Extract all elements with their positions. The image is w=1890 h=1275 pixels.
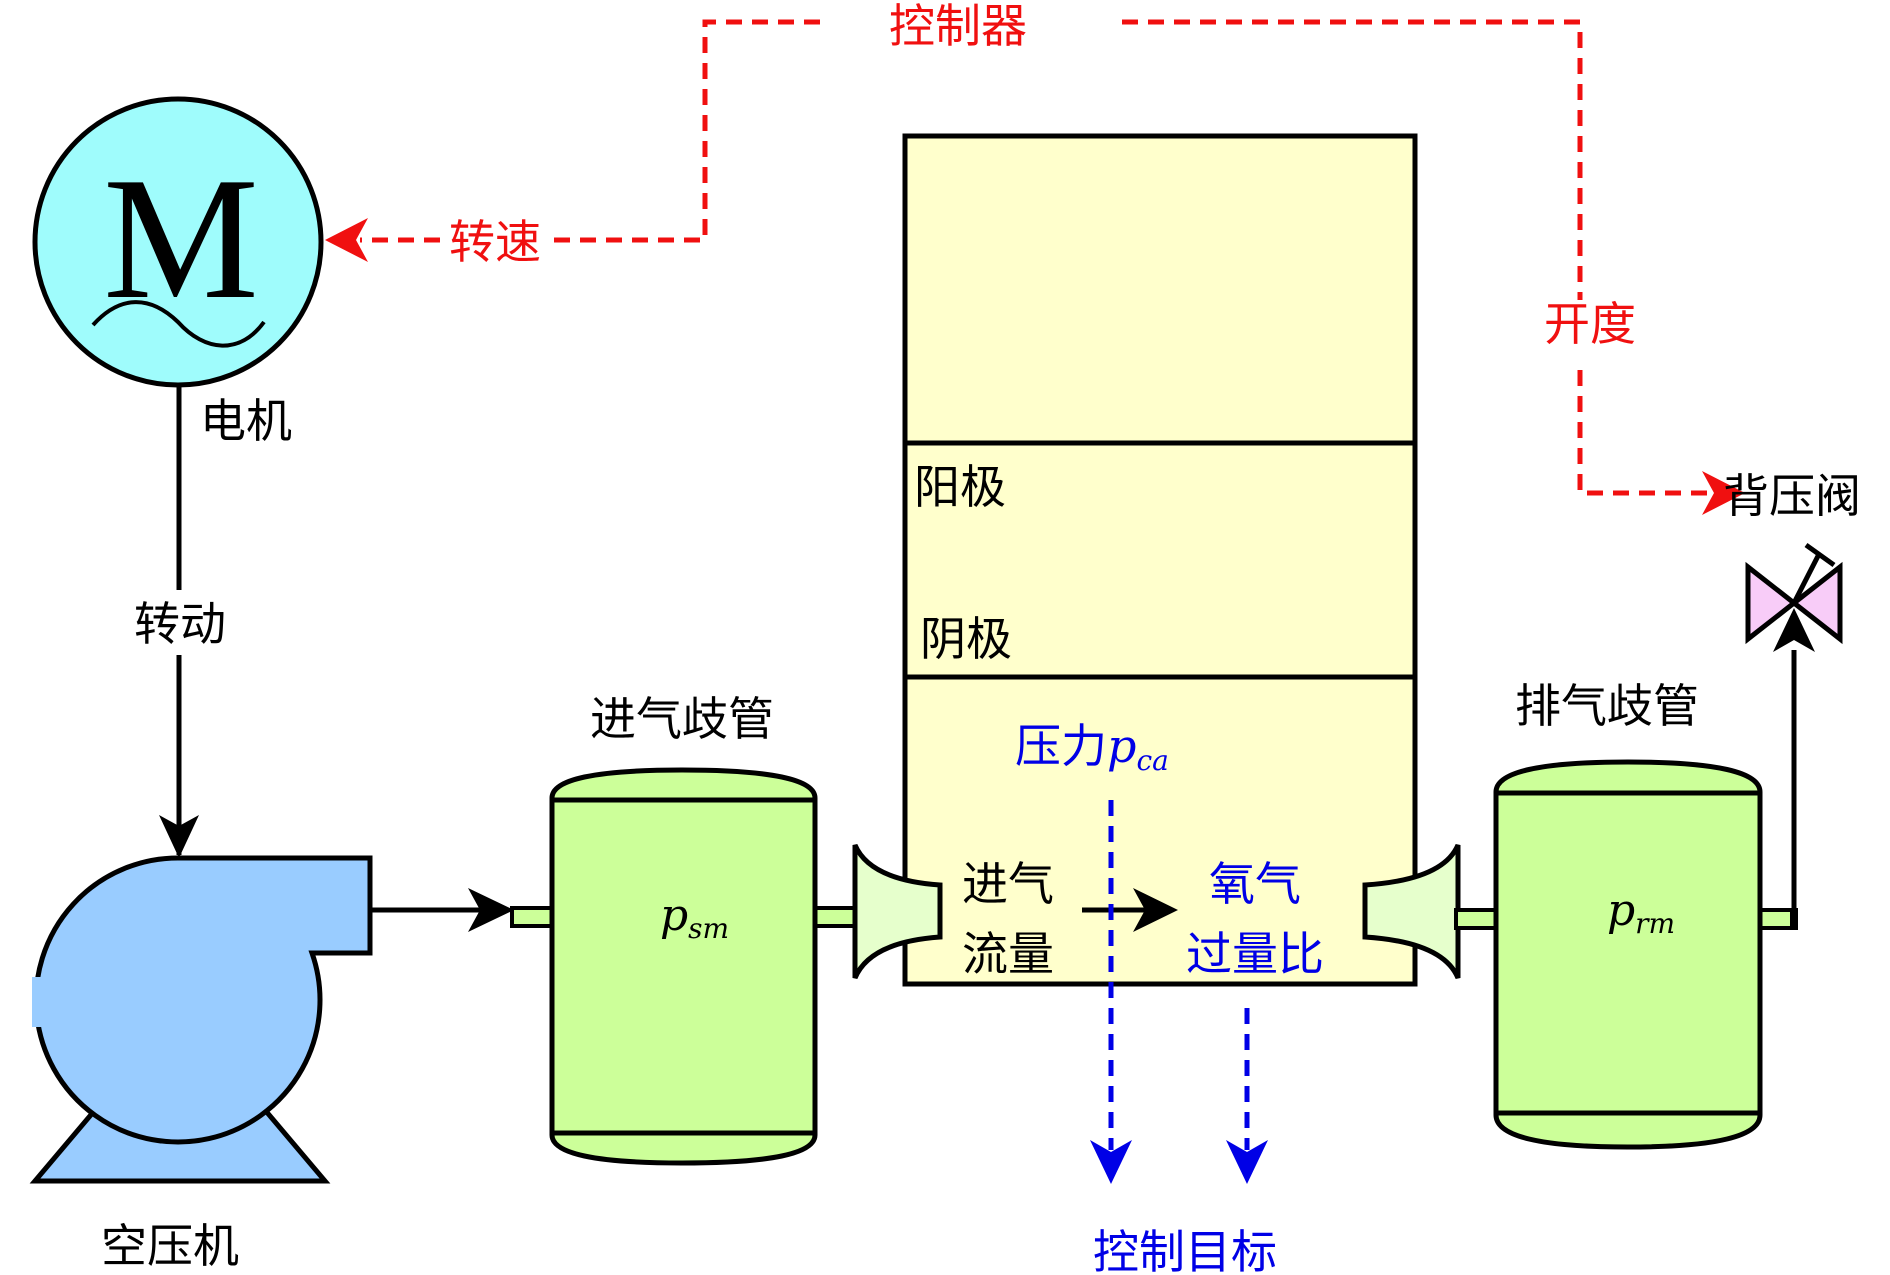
supply-pressure-variable: psm <box>660 890 729 945</box>
control-target-label: 控制目标 <box>1093 1225 1277 1275</box>
speed-label-bg <box>440 212 550 268</box>
controller-top-right-line <box>1122 19 1720 496</box>
oxygen-excess-ratio-line2: 过量比 <box>1186 927 1324 981</box>
cathode-label: 阴极 <box>920 612 1012 666</box>
return-pressure-variable: prm <box>1607 885 1675 940</box>
back-pressure-valve <box>1745 542 1843 645</box>
compressor-label: 空压机 <box>101 1219 239 1273</box>
valve-actuator-stem <box>1791 554 1821 605</box>
compressor-volute <box>33 855 373 1145</box>
fuel-cell-stack: 阳极 阴极 <box>902 133 1418 987</box>
valve-actuator-handle <box>1804 542 1836 568</box>
exhaust-arrowhead <box>1773 608 1815 652</box>
valve-left-triangle <box>1745 561 1799 645</box>
anode-label: 阳极 <box>914 460 1006 514</box>
compressor-inlet-gap <box>32 977 42 1027</box>
valve-label: 背压阀 <box>1723 469 1861 523</box>
valve-right-triangle <box>1789 561 1843 645</box>
oxygen-excess-ratio-line1: 氧气 <box>1209 857 1301 911</box>
compressor-outlet-arrowhead <box>468 888 514 932</box>
valve-opening-arrowhead <box>1702 471 1745 515</box>
return-inlet-pipe <box>1454 908 1500 930</box>
stack-outlet-nozzle <box>1362 843 1461 980</box>
oer-target-arrowhead <box>1226 1140 1268 1184</box>
supply-manifold-label: 进气歧管 <box>590 692 774 746</box>
inflow-label-line2: 流量 <box>962 927 1054 981</box>
motor-symbol: M <box>103 141 259 335</box>
stack-inlet-nozzle <box>852 843 943 980</box>
supply-manifold: psm <box>510 767 859 1166</box>
return-manifold-label: 排气歧管 <box>1515 679 1699 733</box>
opening-signal-label: 开度 <box>1544 297 1636 351</box>
inflow-label-line1: 进气 <box>962 857 1054 911</box>
compressor <box>29 855 373 1184</box>
shaft-arrowhead <box>159 815 199 858</box>
shaft-label: 转动 <box>134 597 226 651</box>
controller-label: 控制器 <box>889 0 1027 53</box>
opening-label-bg <box>1540 300 1640 360</box>
control-target-lines <box>1108 800 1250 1150</box>
supply-tank-body <box>549 767 818 1166</box>
return-tank-body <box>1493 759 1763 1150</box>
supply-inlet-pipe <box>510 906 556 928</box>
motor-label: 电机 <box>200 394 292 448</box>
stack-body <box>902 133 1418 987</box>
return-manifold: prm <box>1454 759 1798 1150</box>
flow-direction-arrowhead <box>1133 888 1178 932</box>
motor-speed-arrowhead <box>325 218 368 262</box>
motor: M <box>32 96 324 388</box>
controller-top-left-line <box>360 19 820 243</box>
ac-sine-icon <box>91 300 266 348</box>
pressure-target-arrowhead <box>1090 1140 1132 1184</box>
cathode-pressure-label: 压力pca <box>1015 719 1169 777</box>
speed-signal-label: 转速 <box>449 215 541 269</box>
supply-outlet-pipe <box>811 906 859 928</box>
